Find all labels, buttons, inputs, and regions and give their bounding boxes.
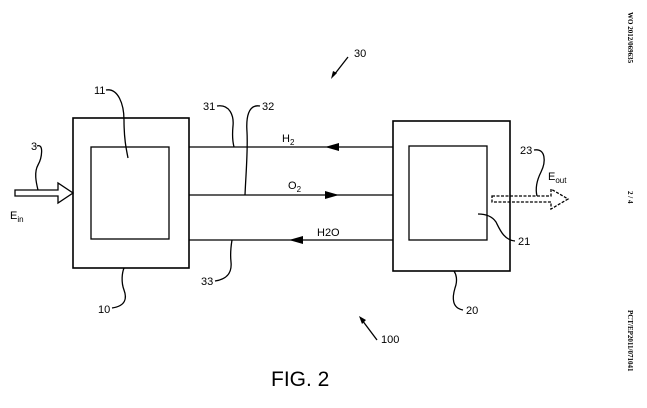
- ref-10-leader: [112, 268, 125, 308]
- ref-23-leader: [534, 150, 544, 196]
- ref-32: 32: [262, 101, 274, 113]
- ref-100: 100: [381, 334, 399, 346]
- ref-20-leader: [453, 271, 463, 310]
- ref-100-arrow-shaft: [362, 320, 377, 340]
- h2o-arrowhead: [289, 236, 303, 244]
- ref-32-leader: [245, 106, 260, 195]
- ref-21: 21: [518, 236, 530, 248]
- figure-caption: FIG. 2: [271, 368, 329, 391]
- ref-31: 31: [203, 101, 215, 113]
- ref-30-arrow-shaft: [334, 57, 348, 75]
- h2-arrowhead: [325, 143, 339, 151]
- publication-number: WO 2012/069635: [626, 12, 634, 64]
- unit-21-inner-box: [409, 146, 487, 240]
- ref-11: 11: [94, 85, 105, 97]
- h2o-label: H2O: [317, 227, 340, 239]
- ref-20: 20: [466, 305, 478, 317]
- ref-11-leader: [106, 90, 128, 158]
- ref-33: 33: [201, 276, 213, 288]
- unit-11-inner-box: [91, 147, 169, 239]
- ref-23: 23: [520, 145, 532, 157]
- o2-arrowhead: [325, 191, 339, 199]
- ref-100-arrowhead: [359, 316, 366, 324]
- output-energy-label: Eout: [548, 171, 567, 185]
- ref-3: 3: [31, 141, 37, 153]
- h2-label: H2: [282, 133, 295, 147]
- ref-33-leader: [215, 240, 232, 281]
- ref-31-leader: [217, 106, 234, 147]
- ref-30: 30: [354, 48, 366, 60]
- o2-label: O2: [288, 180, 302, 194]
- sheet-number: 2 / 4: [626, 191, 634, 204]
- output-energy-arrow: [492, 189, 568, 209]
- ref-10: 10: [98, 304, 110, 316]
- application-number: PCT/EP2011/071041: [626, 310, 634, 372]
- input-energy-label: Ein: [10, 210, 24, 224]
- input-energy-arrow: [15, 183, 73, 203]
